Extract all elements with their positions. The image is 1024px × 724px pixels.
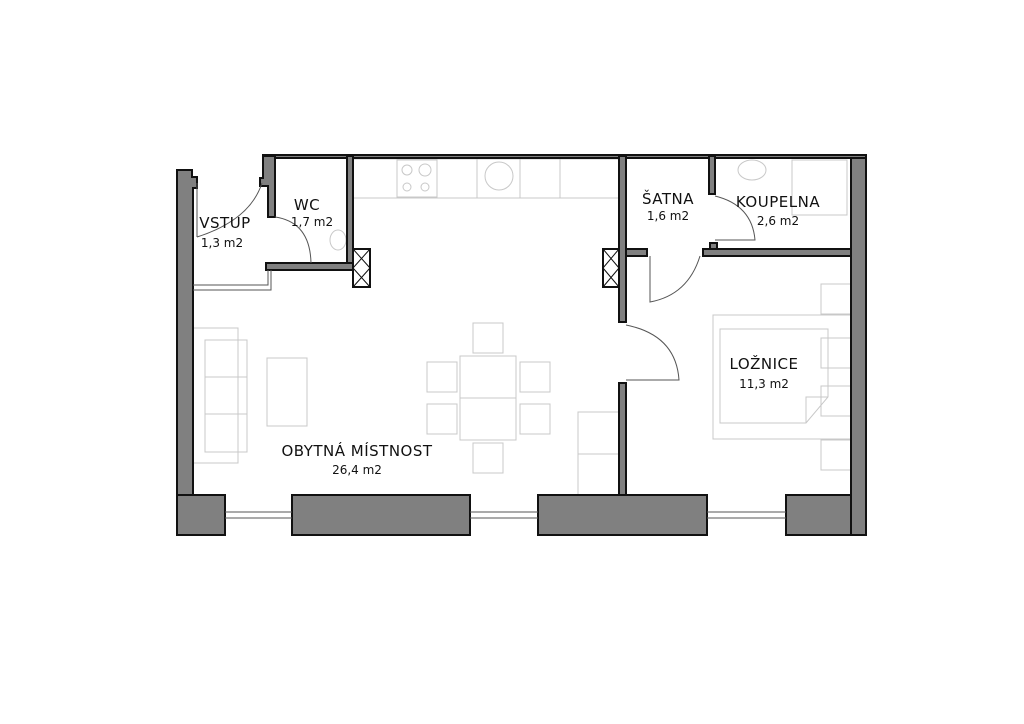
coffee-table xyxy=(266,357,308,427)
room-name-loznice: LOŽNICE xyxy=(729,355,799,373)
room-name-vstup: VSTUP xyxy=(199,214,251,232)
wc-left-wall xyxy=(259,155,276,218)
bath-divider-wall xyxy=(708,155,716,195)
partition-wall-upper xyxy=(618,155,627,323)
room-area-vstup: 1,3 m2 xyxy=(200,236,244,250)
room-area-loznice: 11,3 m2 xyxy=(739,377,789,391)
cooktop xyxy=(396,159,438,198)
left-wall xyxy=(176,169,198,536)
walls xyxy=(176,154,867,536)
right-wall xyxy=(850,155,867,536)
kitchen-sink xyxy=(484,161,514,191)
wc-sink xyxy=(329,229,347,251)
bath-sink xyxy=(737,159,767,181)
room-area-satna: 1,6 m2 xyxy=(646,209,690,223)
vents xyxy=(352,248,620,288)
bottom-wall-3 xyxy=(537,494,708,536)
satna-wall xyxy=(625,248,648,257)
room-name-koupelna: KOUPELNA xyxy=(735,193,821,211)
room-name-wc: WC xyxy=(293,196,321,214)
entry-door xyxy=(196,182,263,238)
bottom-wall-1 xyxy=(176,494,226,536)
room-area-wc: 1,7 m2 xyxy=(290,215,334,229)
bath-door xyxy=(714,195,756,241)
room-name-obytna-mistnost: OBYTNÁ MÍSTNOST xyxy=(281,442,433,460)
satna-door xyxy=(649,255,701,303)
kitchen-counter xyxy=(352,158,620,199)
wc-bottom-wall xyxy=(265,262,354,271)
living-door xyxy=(625,324,680,381)
shower xyxy=(791,159,848,216)
doors-windows xyxy=(193,182,786,519)
room-name-satna: ŠATNA xyxy=(641,190,695,208)
partition-wall-lower xyxy=(618,382,627,496)
bedroom-top-wall xyxy=(702,248,852,257)
wc-door xyxy=(274,216,312,264)
room-area-koupelna: 2,6 m2 xyxy=(756,214,800,228)
bottom-wall-2 xyxy=(291,494,471,536)
room-area-obytna-mistnost: 26,4 m2 xyxy=(332,463,382,477)
sofa xyxy=(204,339,248,453)
